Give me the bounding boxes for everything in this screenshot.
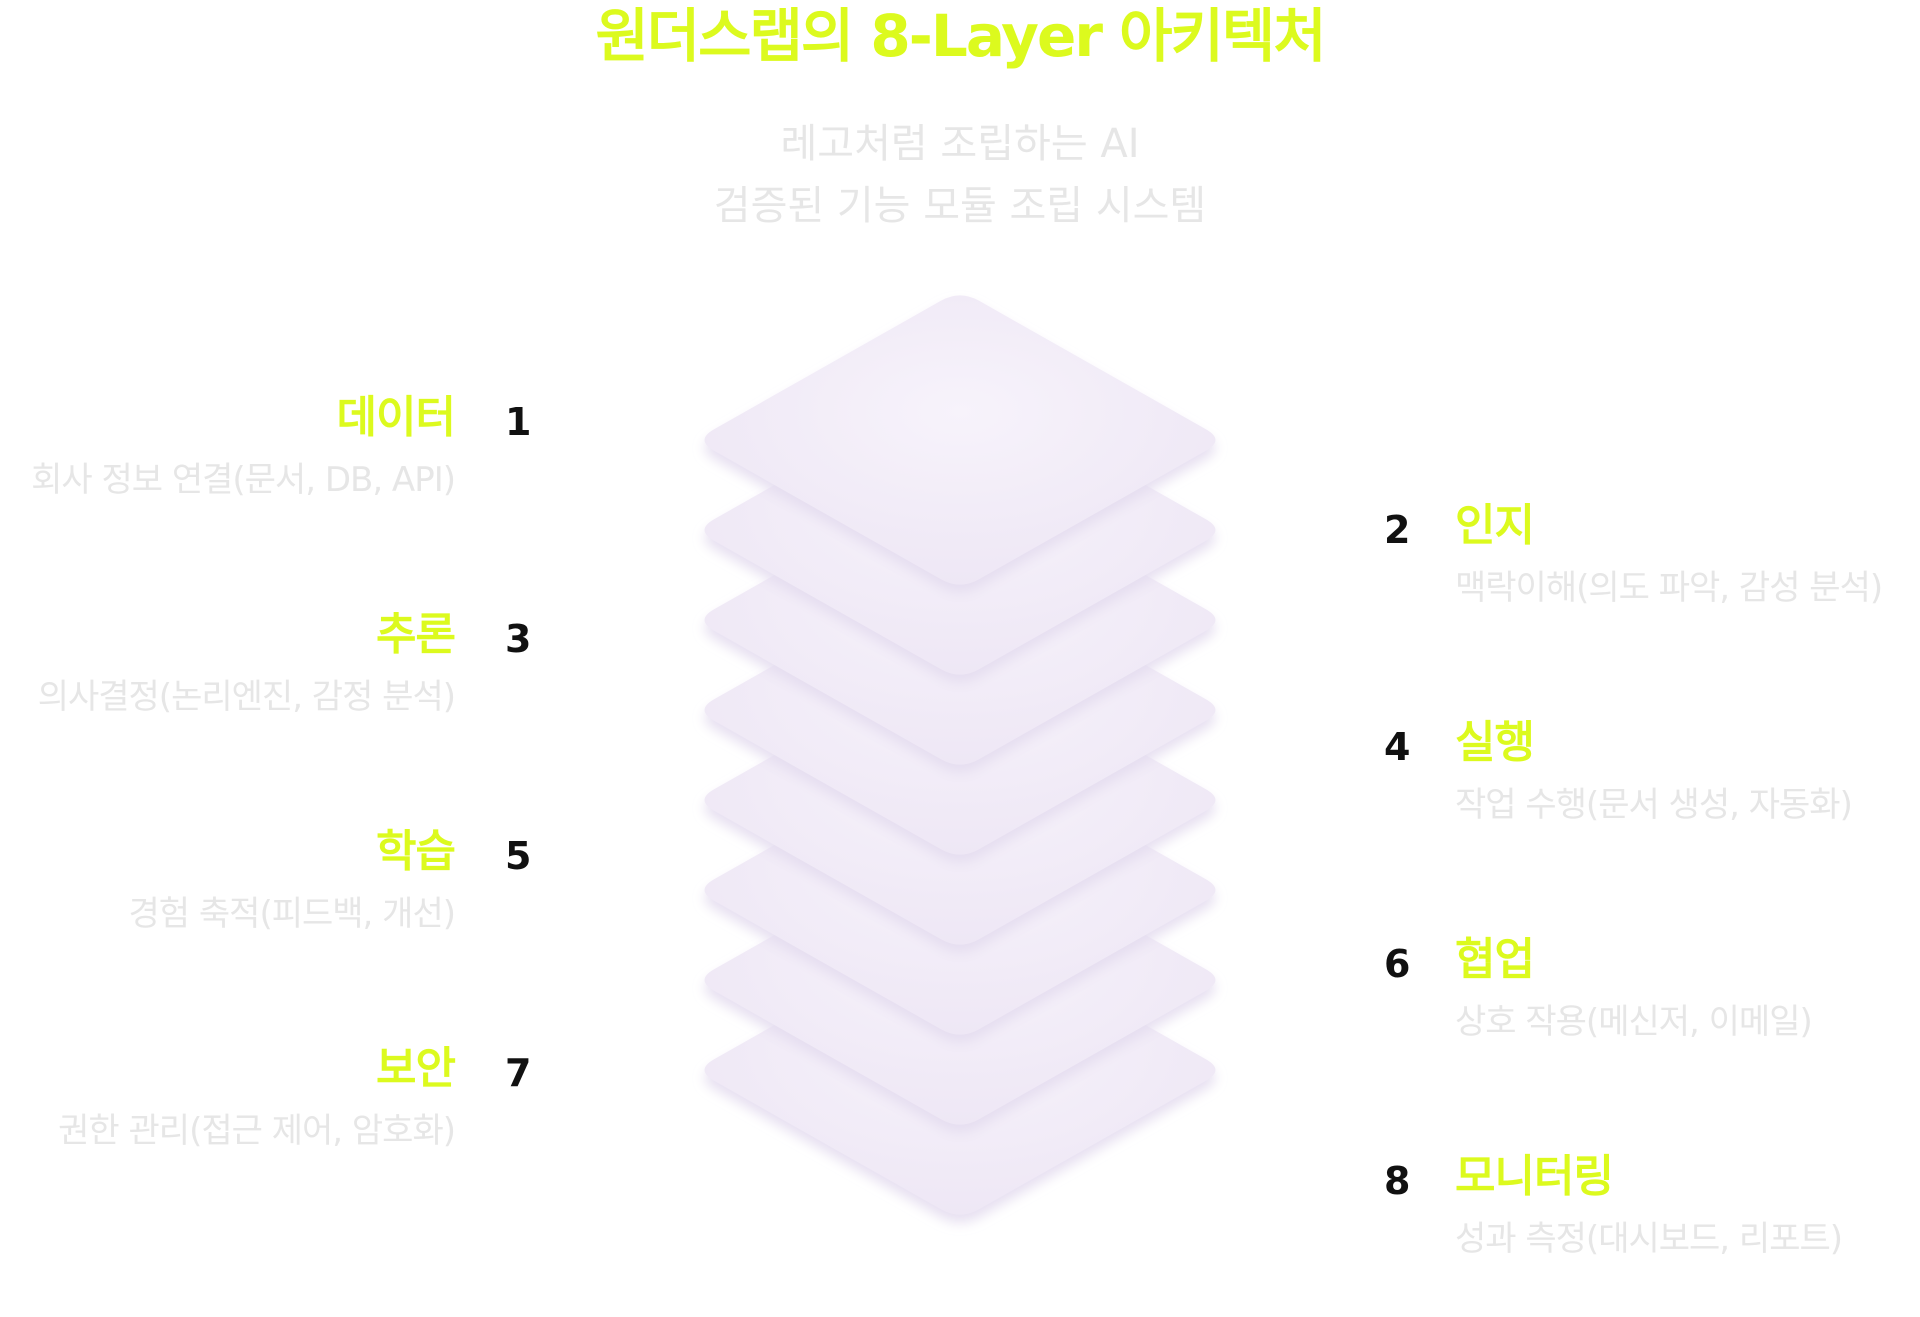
layer-name: 인지 <box>1455 500 1535 551</box>
layer-name: 학습 <box>376 826 456 877</box>
layer-stack-diagram <box>680 270 1240 1270</box>
layer-name: 데이터 <box>336 392 456 443</box>
layer-item-cognition: 인지 맥락이해(의도 파악, 감성 분석) 2 <box>1384 500 1920 610</box>
layer-item-collaboration: 협업 상호 작용(메신저, 이메일) 6 <box>1384 934 1920 1044</box>
layer-item-monitoring: 모니터링 성과 측정(대시보드, 리포트) 8 <box>1384 1151 1920 1261</box>
layer-item-execution: 실행 작업 수행(문서 생성, 자동화) 4 <box>1384 717 1920 827</box>
layer-desc: 상호 작용(메신저, 이메일) <box>1455 1002 1813 1042</box>
layer-item-reasoning: 추론 의사결정(논리엔진, 감정 분석) 3 <box>0 609 532 719</box>
layer-name: 보안 <box>376 1043 456 1094</box>
layer-number: 4 <box>1384 725 1411 769</box>
layer-name: 추론 <box>376 609 456 660</box>
layer-item-security: 보안 권한 관리(접근 제어, 암호화) 7 <box>0 1043 531 1153</box>
layer-number: 8 <box>1384 1159 1411 1203</box>
layer-item-learning: 학습 경험 축적(피드백, 개선) 5 <box>0 826 532 936</box>
layer-item-data: 데이터 회사 정보 연결(문서, DB, API) 1 <box>0 392 531 502</box>
layer-name: 협업 <box>1455 934 1535 985</box>
layer-desc: 맥락이해(의도 파악, 감성 분석) <box>1455 568 1883 608</box>
layer-number: 7 <box>505 1051 532 1095</box>
layer-name: 실행 <box>1455 717 1535 768</box>
layer-desc: 작업 수행(문서 생성, 자동화) <box>1455 785 1853 825</box>
layer-number: 5 <box>505 834 532 878</box>
layer-number: 1 <box>505 400 532 444</box>
layer-desc: 회사 정보 연결(문서, DB, API) <box>31 460 456 500</box>
layer-number: 2 <box>1384 508 1411 552</box>
layer-desc: 경험 축적(피드백, 개선) <box>128 894 456 934</box>
layer-name: 모니터링 <box>1455 1151 1614 1202</box>
layer-number: 3 <box>505 617 532 661</box>
subtitle-line-2: 검증된 기능 모듈 조립 시스템 <box>713 183 1207 229</box>
layer-desc: 의사결정(논리엔진, 감정 분석) <box>37 677 456 717</box>
layer-number: 6 <box>1384 942 1411 986</box>
layer-desc: 성과 측정(대시보드, 리포트) <box>1455 1219 1843 1259</box>
layer-desc: 권한 관리(접근 제어, 암호화) <box>58 1111 456 1151</box>
subtitle-line-1: 레고처럼 조립하는 AI <box>780 121 1140 167</box>
page-title: 원더스랩의 8-Layer 아키텍처 <box>595 2 1326 70</box>
stack-tile-1 <box>704 295 1216 585</box>
